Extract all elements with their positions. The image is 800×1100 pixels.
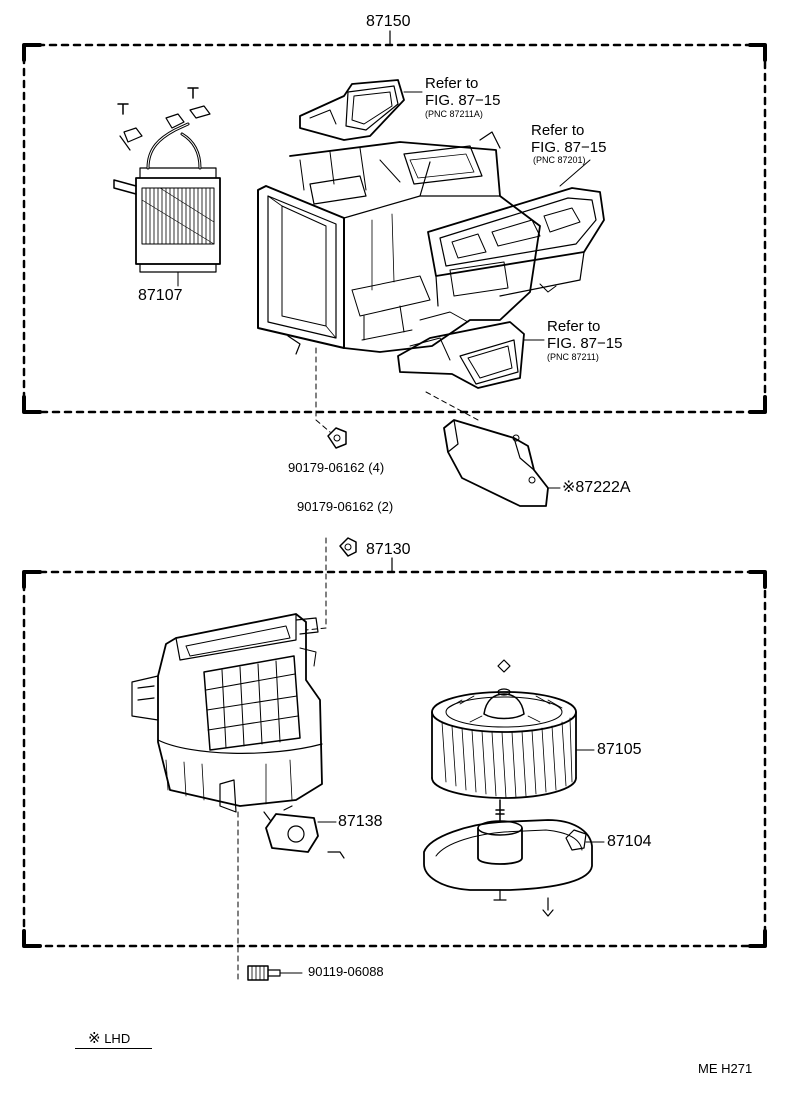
clip-a-part-no: 90179-06162	[288, 460, 365, 475]
ref-1-refer-to: Refer to	[425, 75, 479, 92]
screw	[247, 965, 303, 981]
ref-2-fig: FIG. 87−15	[531, 139, 607, 156]
assembly-87150-label: 87150	[366, 13, 411, 30]
blower-fan	[431, 659, 595, 799]
heater-core	[113, 87, 221, 287]
heater-core-label: 87107	[138, 287, 183, 304]
clip-90179-a	[327, 427, 347, 449]
clip-a-label: 90179-06162 (4)	[288, 461, 384, 474]
duct-87211A	[299, 79, 423, 141]
ref-2-pnc: (PNC 87201)	[533, 155, 586, 165]
duct-87201	[427, 159, 605, 307]
legend-mark: ※	[88, 1030, 101, 1047]
ref-3-pnc: (PNC 87211)	[547, 352, 599, 362]
screw-label: 90119-06088	[308, 964, 384, 979]
blower-resistor	[263, 805, 345, 859]
legend-text: LHD	[104, 1031, 131, 1046]
upper-assembly-frame	[22, 30, 767, 414]
legend: ※ LHD	[88, 1031, 130, 1046]
blower-motor	[423, 799, 605, 917]
clip-a-qty: (4)	[368, 460, 385, 475]
clip-b-label: 90179-06162 (2)	[297, 500, 393, 513]
duct-cover-label: ※87222A	[562, 480, 631, 496]
blower-motor-label: 87104	[607, 833, 652, 850]
figure-code: ME H271	[698, 1061, 753, 1076]
duct-cover-part-no: 87222A	[575, 479, 631, 496]
leader-lines	[237, 347, 479, 983]
clip-90179-b	[339, 537, 357, 557]
ref-1-pnc: (PNC 87211A)	[425, 109, 483, 119]
clip-b-part-no: 90179-06162	[297, 499, 374, 514]
assembly-87130-label: 87130	[366, 541, 411, 558]
heater-unit	[257, 131, 541, 355]
ref-3-refer-to: Refer to	[547, 318, 601, 335]
clip-b-qty: (2)	[377, 499, 394, 514]
lower-assembly-frame	[22, 557, 767, 948]
blower-case	[131, 613, 323, 813]
ref-2-refer-to: Refer to	[531, 122, 585, 139]
duct-87211	[397, 321, 545, 389]
legend-underline	[75, 1048, 152, 1049]
blower-fan-label: 87105	[597, 741, 642, 758]
ref-3-fig: FIG. 87−15	[547, 335, 623, 352]
duct-cover	[443, 419, 561, 507]
lhd-mark: ※	[562, 479, 576, 496]
ref-1-fig: FIG. 87−15	[425, 92, 501, 109]
blower-resistor-label: 87138	[338, 813, 383, 830]
